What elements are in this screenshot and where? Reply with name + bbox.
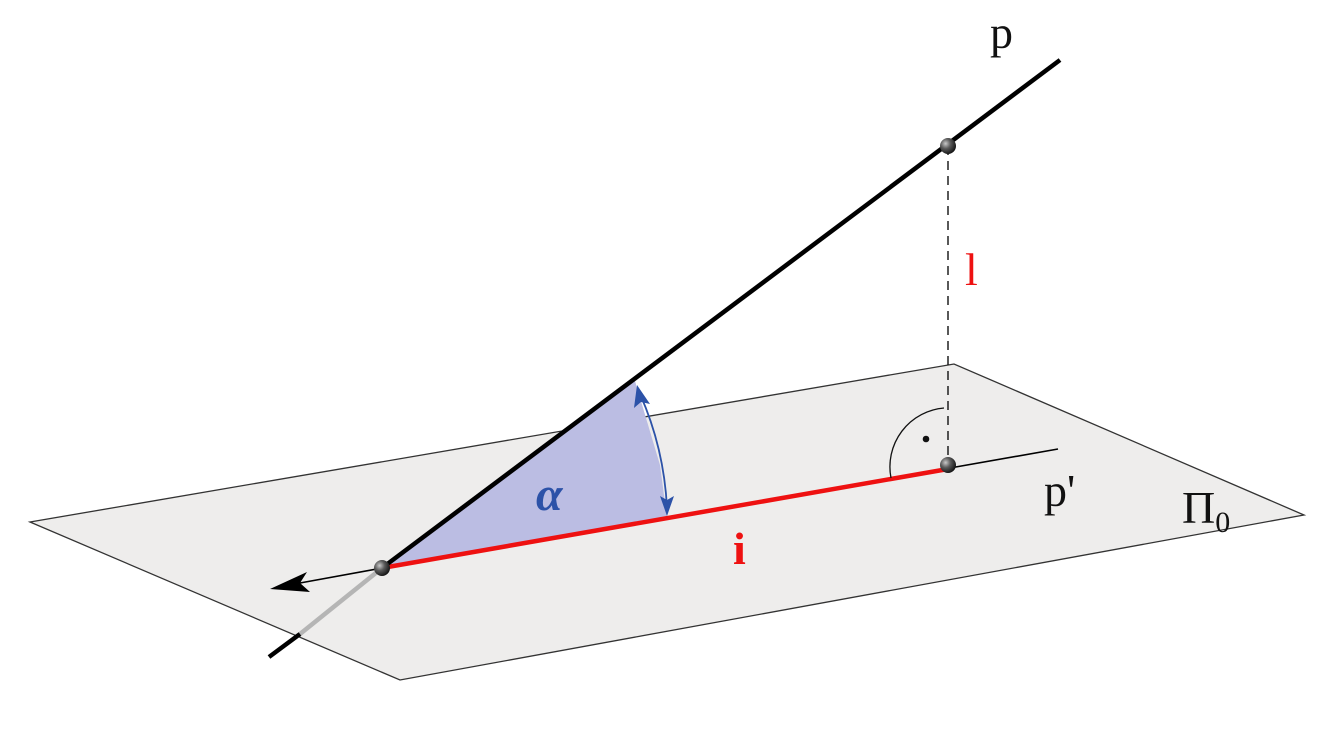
angle-arc-arrow-bottom bbox=[660, 496, 674, 516]
label-p-prime: p' bbox=[1044, 465, 1075, 516]
plane-subscript: 0 bbox=[1215, 506, 1230, 539]
label-plane-pi0: Π0 bbox=[1182, 482, 1230, 539]
angle-alpha-arc bbox=[639, 393, 668, 509]
line-p-prime-extension bbox=[299, 567, 383, 584]
plane-base-letter: Π bbox=[1182, 482, 1215, 533]
point-projection bbox=[940, 457, 956, 473]
right-angle-arc bbox=[889, 407, 945, 479]
line-p-below-plane bbox=[298, 566, 384, 636]
arrow-head bbox=[270, 572, 310, 592]
line-p-bottom-end bbox=[267, 632, 302, 659]
label-i: i bbox=[733, 523, 746, 574]
plane-pi0 bbox=[27, 363, 1307, 681]
label-p: p bbox=[990, 7, 1013, 58]
angle-alpha-region bbox=[382, 381, 667, 568]
right-angle-dot bbox=[922, 435, 930, 443]
angle-arc-arrow-top bbox=[634, 385, 650, 408]
label-l: l bbox=[965, 244, 978, 295]
segment-i bbox=[381, 466, 949, 571]
label-alpha: α bbox=[536, 468, 564, 521]
point-intersection bbox=[374, 560, 390, 576]
point-on-p bbox=[940, 138, 956, 154]
